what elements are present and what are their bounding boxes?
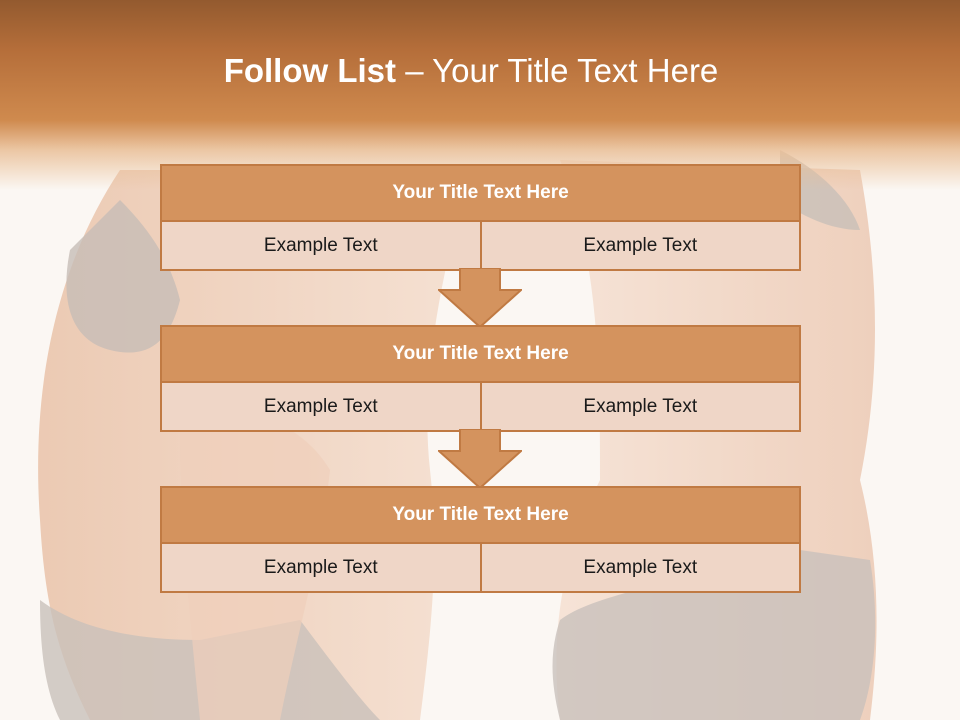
step-title: Your Title Text Here xyxy=(162,166,799,222)
slide-title: Follow List – Your Title Text Here xyxy=(0,52,942,90)
step-title: Your Title Text Here xyxy=(162,488,799,544)
step-row: Example Text Example Text xyxy=(162,544,799,591)
step-box-1: Your Title Text Here Example Text Exampl… xyxy=(160,164,801,271)
step-cell-left: Example Text xyxy=(162,544,480,591)
step-cell-right: Example Text xyxy=(479,383,799,430)
slide-title-rest: – Your Title Text Here xyxy=(396,52,719,89)
slide-title-bold: Follow List xyxy=(223,52,397,89)
down-arrow-icon xyxy=(438,268,522,328)
step-cell-left: Example Text xyxy=(162,222,480,269)
step-cell-right: Example Text xyxy=(479,222,799,269)
down-arrow-icon xyxy=(438,429,522,489)
step-cell-left: Example Text xyxy=(162,383,480,430)
step-row: Example Text Example Text xyxy=(162,222,799,269)
step-row: Example Text Example Text xyxy=(162,383,799,430)
step-cell-right: Example Text xyxy=(479,544,799,591)
step-box-2: Your Title Text Here Example Text Exampl… xyxy=(160,325,801,432)
title-band xyxy=(0,0,960,190)
step-title: Your Title Text Here xyxy=(162,327,799,383)
step-box-3: Your Title Text Here Example Text Exampl… xyxy=(160,486,801,593)
